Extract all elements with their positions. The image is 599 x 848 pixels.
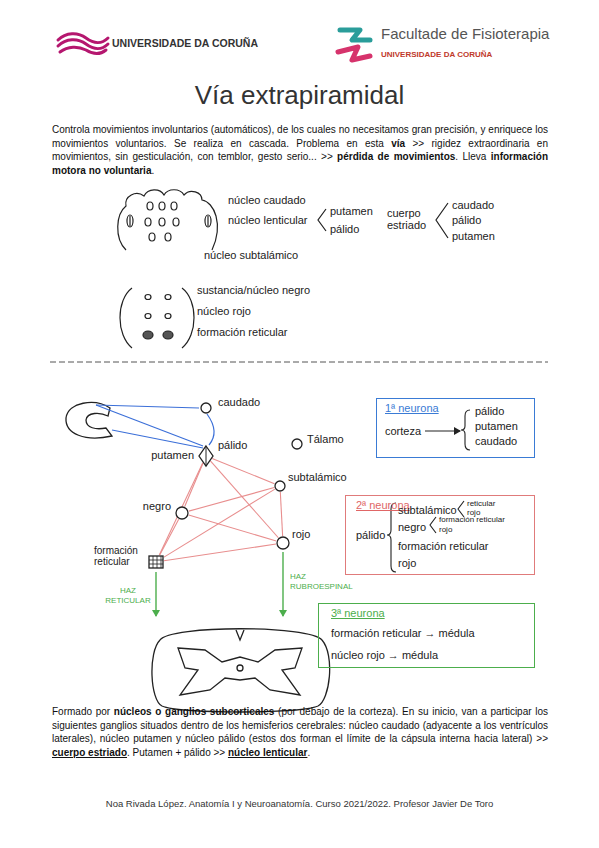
paragraph-text: . Lleva: [455, 151, 486, 162]
sketch-label: núcleo lenticular: [228, 214, 308, 227]
descending-tracts: [156, 552, 283, 616]
node-label: pálido: [356, 529, 385, 542]
node-label: subtalámico: [288, 471, 347, 484]
sketch-label: pálido: [452, 214, 481, 227]
node-shape: [175, 506, 189, 520]
sketch-label: putamen: [452, 230, 495, 243]
node-label: rojo: [398, 557, 416, 570]
node-shape: [291, 438, 303, 450]
nucleus-circle: negro: [175, 506, 189, 520]
paragraph: Controla movimientos involuntarios (auto…: [52, 123, 548, 177]
neuron-box: 1ª neurona corteza pálido putamen caudado: [376, 398, 535, 458]
brain-sketch: [118, 190, 448, 250]
faculty-logo: [338, 30, 370, 60]
footer-text: Noa Rivada López. Anatomía I y Neuroanat…: [0, 797, 599, 810]
node-label: formación reticular → médula: [331, 627, 475, 640]
node-label: putamen: [146, 449, 194, 462]
paragraph-text: vía: [391, 138, 405, 149]
paragraph: Formado por núcleos o ganglios subcortic…: [52, 705, 548, 759]
tract-label: HAZ RETICULAR: [104, 586, 152, 606]
sketch-label: núcleo caudado: [228, 194, 306, 207]
node-shape: [276, 536, 290, 550]
neuron-box: 3ª neurona formación reticular → médula nú…: [318, 603, 535, 668]
nucleus-circle: caudado: [200, 402, 212, 414]
sketch-label: sustancia/núcleo negro: [197, 284, 310, 297]
connection-line: [159, 463, 203, 555]
node-label: rojo: [439, 525, 452, 534]
sketch-label: pálido: [330, 223, 359, 236]
paragraph-text: cuerpo estriado: [52, 747, 127, 758]
connection-line: [210, 461, 278, 538]
node-label: negro: [137, 500, 171, 513]
nucleus-circle: subtalámico: [274, 480, 286, 492]
lenticular-nucleus: putamenpálido: [198, 445, 214, 467]
node-label: Tálamo: [307, 433, 344, 446]
sketch-label: caudado: [452, 199, 494, 212]
sketch-label: putamen: [330, 205, 373, 218]
node-label: caudado: [218, 396, 260, 409]
box-heading: 3ª neurona: [331, 607, 385, 620]
reticular-nucleus: formación reticular: [148, 555, 164, 569]
box-heading: 1ª neurona: [385, 402, 439, 415]
connection-line: [164, 489, 275, 557]
node-label: putamen: [475, 420, 518, 433]
page-title: Vía extrapiramidal: [0, 80, 599, 110]
nucleus-circle: rojo: [276, 536, 290, 550]
logo-text: UNIVERSIDADE DA CORUÑA: [112, 37, 258, 50]
connection-line: [164, 544, 276, 561]
spinal-cord-section: [152, 629, 330, 712]
university-logo: [58, 34, 108, 54]
sketch-label: núcleo subtalámico: [204, 249, 298, 262]
paragraph-text: .: [151, 165, 154, 176]
brainstem-sketch: [120, 288, 194, 348]
cortical-projections: [96, 405, 214, 448]
paragraph-text: núcleos o ganglios subcorticales: [114, 706, 275, 717]
node-label: corteza: [385, 425, 421, 438]
sketch-label: cuerpo estriado: [387, 207, 433, 231]
paragraph-text: pérdida de movimientos: [337, 151, 455, 162]
node-label: pálido: [218, 439, 247, 452]
nucleus-circle: Tálamo: [291, 438, 303, 450]
tract-label: HAZ RUBROESPINAL: [290, 572, 354, 592]
node-label: reticular: [467, 499, 495, 508]
sketch-label: formación reticular: [197, 326, 287, 339]
node-label: núcleo rojo → médula: [331, 649, 438, 662]
neuron-box: 2ª neuronapálidosubtalámicoreticularrojo…: [345, 495, 535, 575]
dashed-separator: [50, 362, 548, 363]
paragraph-text: . Putamen + pálido >>: [127, 747, 225, 758]
connection-line: [212, 459, 274, 484]
paragraph-text: Formado por: [52, 706, 110, 717]
sketch-label: núcleo rojo: [197, 305, 251, 318]
logo-text: UNIVERSIDADE DA CORUÑA: [381, 48, 492, 61]
paragraph-text: .: [307, 747, 310, 758]
node-label: rojo: [292, 528, 310, 541]
paragraph-text: núcleo lenticular: [228, 747, 307, 758]
connection-line: [189, 515, 277, 541]
connection-line: [185, 463, 203, 507]
node-label: formación reticular: [439, 515, 505, 524]
node-shape: [274, 480, 286, 492]
connection-line: [160, 519, 179, 555]
node-label: formación reticular: [398, 540, 488, 553]
node-shape: [148, 555, 164, 569]
node-label: caudado: [475, 435, 517, 448]
connection-line: [189, 488, 274, 512]
node-label: formación reticular: [94, 545, 146, 567]
connection-line: [280, 492, 282, 536]
logo-text: Facultade de Fisioterapia: [381, 27, 549, 40]
node-label: pálido: [475, 405, 504, 418]
node-label: negro: [398, 521, 426, 534]
node-shape: [200, 402, 212, 414]
node-shape: [198, 445, 214, 467]
